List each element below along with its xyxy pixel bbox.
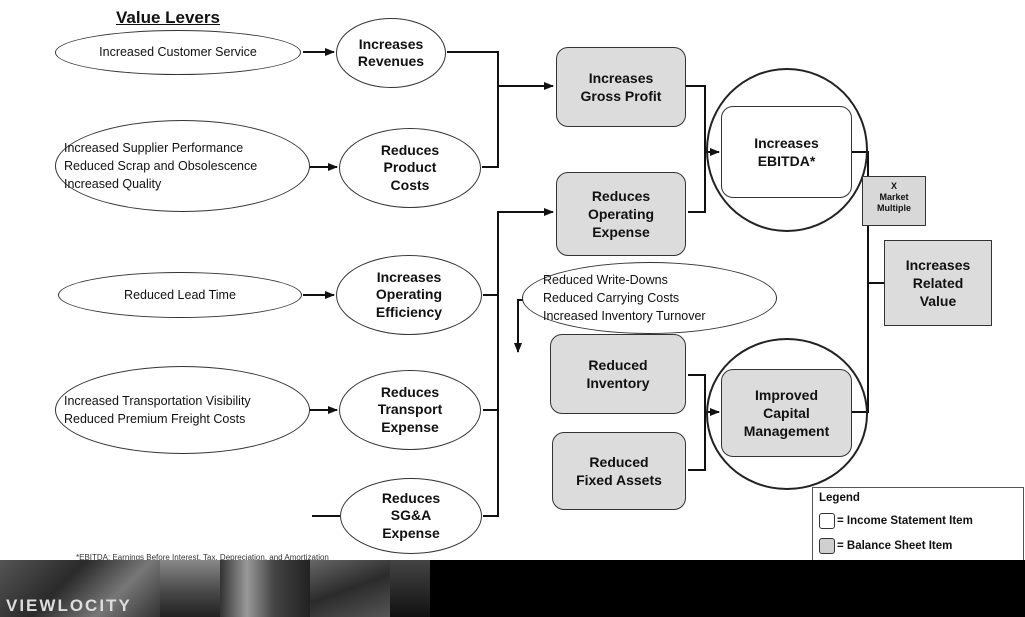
lever-text: Increased Quality <box>64 177 162 192</box>
capital-ring <box>706 338 868 490</box>
outcome-text: Increases <box>905 256 971 273</box>
outcome-improved-capital-management: Improved Capital Management <box>721 369 852 457</box>
legend-balance-label: = Balance Sheet Item <box>837 540 953 552</box>
lever-transportation: Increased Transportation Visibility Redu… <box>55 366 310 454</box>
lever-lead-time: Reduced Lead Time <box>58 272 302 318</box>
legend-income-row: = Income Statement Item <box>819 513 1017 529</box>
legend-title: Legend <box>819 492 860 504</box>
outcome-increases-related-value: Increases Related Value <box>884 240 992 326</box>
outcome-increases-gross-profit: Increases Gross Profit <box>556 47 686 127</box>
multiple-text: X <box>890 181 897 191</box>
inventory-effect-text: Reduced Write-Downs <box>543 272 668 287</box>
outcome-reduced-inventory: Reduced Inventory <box>550 334 686 414</box>
photo-panel <box>0 560 160 617</box>
outcome-text: EBITDA* <box>757 153 816 169</box>
effect-text: Reduces <box>381 489 441 506</box>
outcome-text: Reduced <box>589 453 649 470</box>
effect-text: Revenues <box>357 53 425 69</box>
ebitda-ring <box>706 68 868 232</box>
photo-panel <box>390 560 430 617</box>
outcome-text: Reduces <box>591 187 651 204</box>
photo-panel <box>310 560 390 617</box>
outcome-reduces-operating-expense: Reduces Operating Expense <box>556 172 686 256</box>
outcome-text: Operating <box>587 205 655 222</box>
effect-text: SG&A <box>390 507 432 524</box>
effect-increases-operating-efficiency: Increases Operating Efficiency <box>336 255 482 335</box>
lever-text: Reduced Scrap and Obsolescence <box>64 158 258 173</box>
outcome-increases-ebitda: Increases EBITDA* <box>721 106 852 198</box>
market-multiple-box: X Market Multiple <box>862 176 926 226</box>
effect-text: Increases <box>376 268 442 285</box>
viewlocity-logo: VIEWLOCITY <box>6 596 132 615</box>
lever-text: Reduced Premium Freight Costs <box>64 412 246 426</box>
effect-text: Efficiency <box>375 303 443 320</box>
effect-reduces-transport-expense: Reduces Transport Expense <box>339 370 481 450</box>
multiple-text: Multiple <box>877 202 911 213</box>
multiple-text: Market <box>879 191 909 202</box>
footer-photo-strip: VIEWLOCITY <box>0 560 1025 617</box>
balance-swatch <box>819 538 835 554</box>
outcome-text: Expense <box>592 224 650 241</box>
effect-text: Product <box>383 159 437 176</box>
outcome-text: Improved <box>754 386 818 403</box>
outcome-text: Fixed Assets <box>576 472 662 488</box>
inventory-effect-text: Increased Inventory Turnover <box>543 309 706 324</box>
inventory-effects: Reduced Write-Downs Reduced Carrying Cos… <box>522 262 777 334</box>
effect-text: Reduces <box>380 383 440 400</box>
outcome-reduced-fixed-assets: Reduced Fixed Assets <box>552 432 686 510</box>
outcome-text: Management <box>743 423 830 440</box>
lever-text: Increased Transportation Visibility <box>64 393 251 408</box>
effect-reduces-sga-expense: Reduces SG&A Expense <box>340 478 482 554</box>
outcome-text: Increases <box>754 134 819 151</box>
effect-text: Expense <box>382 524 440 541</box>
lever-lead-time-label: Reduced Lead Time <box>124 287 236 302</box>
legend-income-label: = Income Statement Item <box>837 515 973 527</box>
outcome-text: Gross Profit <box>580 88 662 104</box>
outcome-text: Increases <box>588 69 654 86</box>
effect-text: Increases <box>358 35 424 52</box>
effect-text: Costs <box>390 176 430 193</box>
outcome-text: Reduced <box>588 356 648 373</box>
lever-customer-service: Increased Customer Service <box>55 30 301 75</box>
page-title: Value Levers <box>116 8 220 27</box>
outcome-text: Value <box>919 293 957 310</box>
effect-text: Transport <box>377 401 443 418</box>
effect-text: Reduces <box>380 141 440 158</box>
effect-increases-revenues: Increases Revenues <box>336 18 446 88</box>
photo-panel <box>160 560 220 617</box>
legend-balance-row: = Balance Sheet Item <box>819 538 1017 554</box>
legend: Legend = Income Statement Item = Balance… <box>812 487 1024 561</box>
lever-text: Increased Supplier Performance <box>64 140 244 155</box>
effect-reduces-product-costs: Reduces Product Costs <box>339 128 481 208</box>
outcome-text: Capital <box>763 404 810 421</box>
income-swatch <box>819 513 835 529</box>
outcome-text: Related <box>912 274 964 291</box>
lever-customer-service-label: Increased Customer Service <box>99 45 257 60</box>
photo-panel <box>220 560 310 617</box>
effect-text: Operating <box>375 286 443 303</box>
outcome-text: Inventory <box>586 375 650 391</box>
lever-supplier-quality: Increased Supplier Performance Reduced S… <box>55 120 310 212</box>
footnote: *EBITDA: Earnings Before Interest, Tax, … <box>76 553 329 562</box>
effect-text: Expense <box>381 418 439 435</box>
inventory-effect-text: Reduced Carrying Costs <box>543 290 680 305</box>
